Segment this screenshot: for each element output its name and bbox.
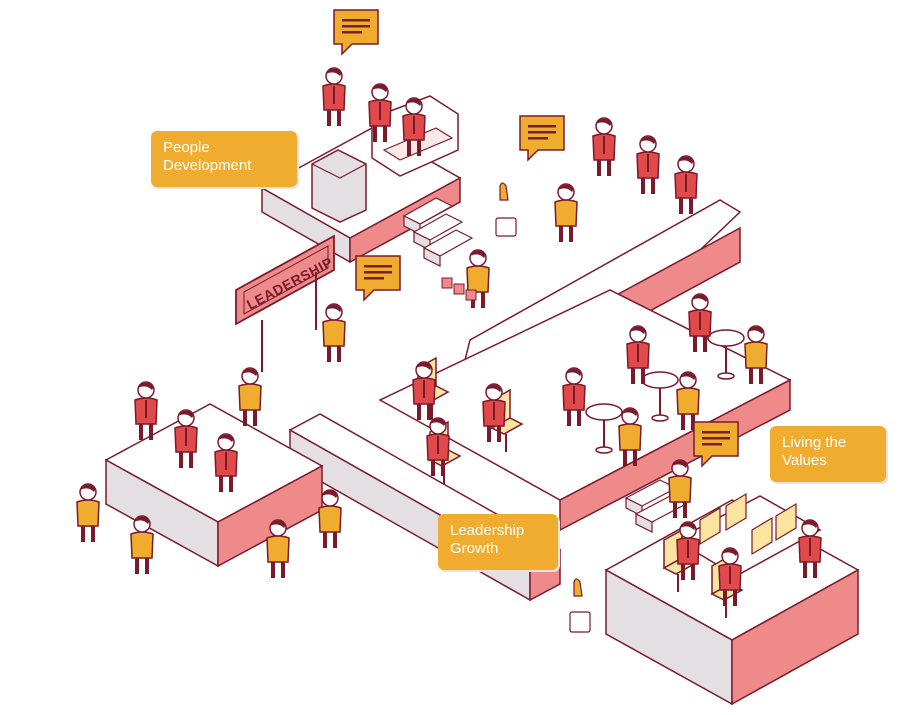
meeting-desk xyxy=(674,492,822,577)
label-line: People xyxy=(163,139,210,156)
label-people-development: People Development xyxy=(151,131,297,187)
speech-bubble-icon xyxy=(333,9,379,55)
label-line: Leadership xyxy=(450,522,525,539)
label-line: Values xyxy=(782,452,827,469)
speech-bubble-icon xyxy=(693,421,739,467)
label-living-the-values: Living the Values xyxy=(770,426,886,482)
desk-top xyxy=(311,149,367,223)
platform-left xyxy=(104,403,324,568)
speech-bubble-icon xyxy=(355,255,401,301)
coffee-cup-icon xyxy=(441,277,477,301)
label-line: Development xyxy=(163,157,252,174)
hand-raised-icon xyxy=(569,578,591,633)
label-leadership-growth: Leadership Growth xyxy=(438,514,558,570)
label-line: Living the xyxy=(782,434,847,451)
hand-raised-icon xyxy=(495,182,517,237)
label-line: Growth xyxy=(450,540,499,557)
leadership-sign: LEADERSHIP xyxy=(235,234,335,372)
speech-bubble-icon xyxy=(519,115,565,161)
stairs-top xyxy=(402,197,474,267)
